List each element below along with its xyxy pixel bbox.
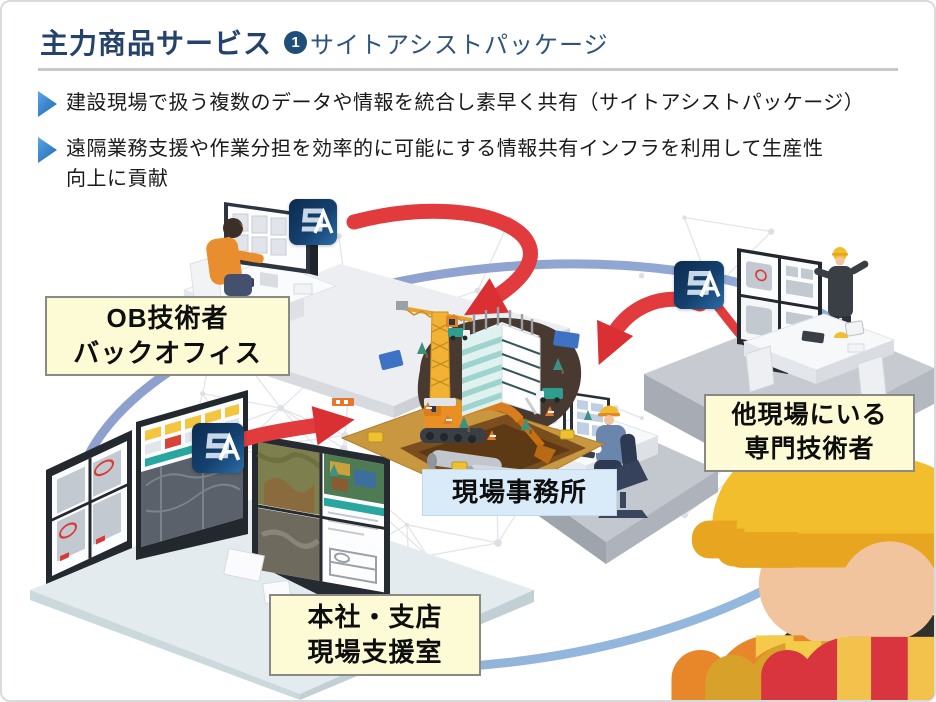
sa-logo-icon (674, 261, 724, 309)
sa-logo-icon (192, 423, 244, 473)
numbered-circle-icon: 1 (284, 30, 308, 54)
label-site-office: 現場事務所 (422, 469, 617, 516)
sa-logo-icon (289, 199, 337, 245)
title-divider (38, 68, 898, 71)
arrow-backoffice-to-site (346, 203, 538, 316)
bullet-text: 遠隔業務支援や作業分担を効率的に可能にする情報共有インフラを利用して生産性向上に… (66, 138, 824, 190)
bullet-text: 建設現場で扱う複数のデータや情報を統合し素早く共有（サイトアシストパッケージ） (66, 92, 865, 114)
label-other-site: 他現場にいる 専門技術者 (704, 394, 915, 472)
right-triangle-icon (38, 91, 57, 117)
bullet-item: 遠隔業務支援や作業分担を効率的に可能にする情報共有インフラを利用して生産性向上に… (38, 134, 864, 194)
title-sub: サイトアシストパッケージ (310, 31, 609, 59)
bullet-list: 建設現場で扱う複数のデータや情報を統合し素早く共有（サイトアシストパッケージ） … (38, 88, 864, 210)
page-title: 主力商品サービス 1 サイトアシストパッケージ (40, 22, 609, 62)
label-headquarters: 本社・支店 現場支援室 (269, 594, 481, 676)
title-main: 主力商品サービス (40, 28, 273, 59)
bullet-item: 建設現場で扱う複数のデータや情報を統合し素早く共有（サイトアシストパッケージ） (38, 88, 864, 118)
right-triangle-icon (38, 137, 57, 163)
label-back-office: OB技術者 バックオフィス (45, 296, 290, 376)
